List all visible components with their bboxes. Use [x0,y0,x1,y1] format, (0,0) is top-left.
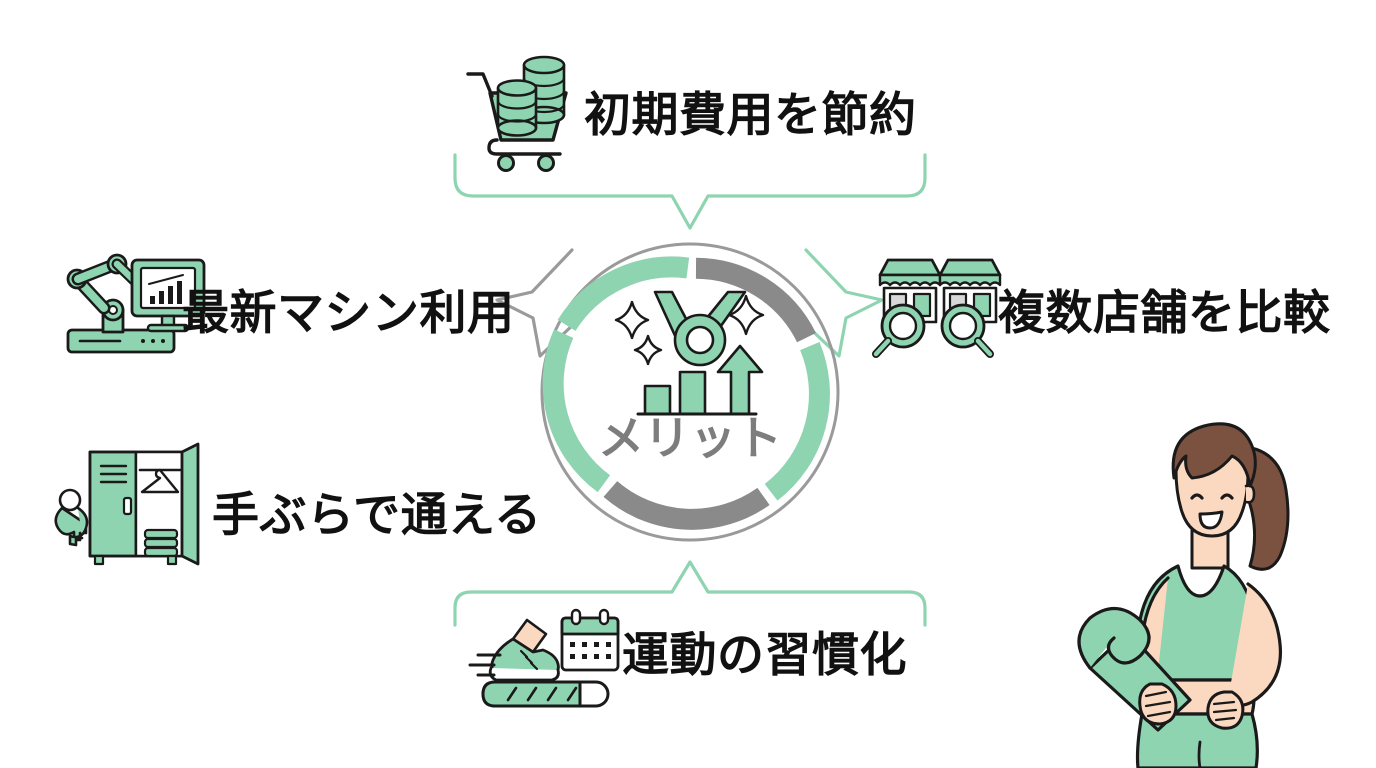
ring-segment-top-left [557,256,690,332]
medal-growth-chart-icon [614,290,765,416]
woman-with-yoga-mat-illustration [1077,422,1290,768]
connector-bracket-top [453,153,927,230]
benefit-label-right: 複数店舗を比較 [998,286,1331,341]
connector-bracket-bottom [453,560,927,627]
ring-segment-bottom [603,480,770,530]
ring-segment-top-right [695,257,816,343]
center-label: メリット [598,411,782,465]
benefit-label-left-upper: 最新マシン利用 [182,286,515,341]
benefit-label-left-lower: 手ぶらで通える [212,488,542,543]
benefit-label-top: 初期費用を節約 [584,88,917,143]
shopping-cart-coins-icon [466,55,568,172]
connector-arrow-right [801,248,884,358]
ring-segment-right [764,342,830,501]
ring-segment-left [542,329,611,493]
robot-arm-monitor-icon [66,253,206,354]
storefront-magnifier-icon [872,258,1002,358]
locker-keys-icon [54,442,200,566]
running-shoe-calendar-icon [468,608,620,708]
benefit-label-bottom: 運動の習慣化 [622,628,907,683]
